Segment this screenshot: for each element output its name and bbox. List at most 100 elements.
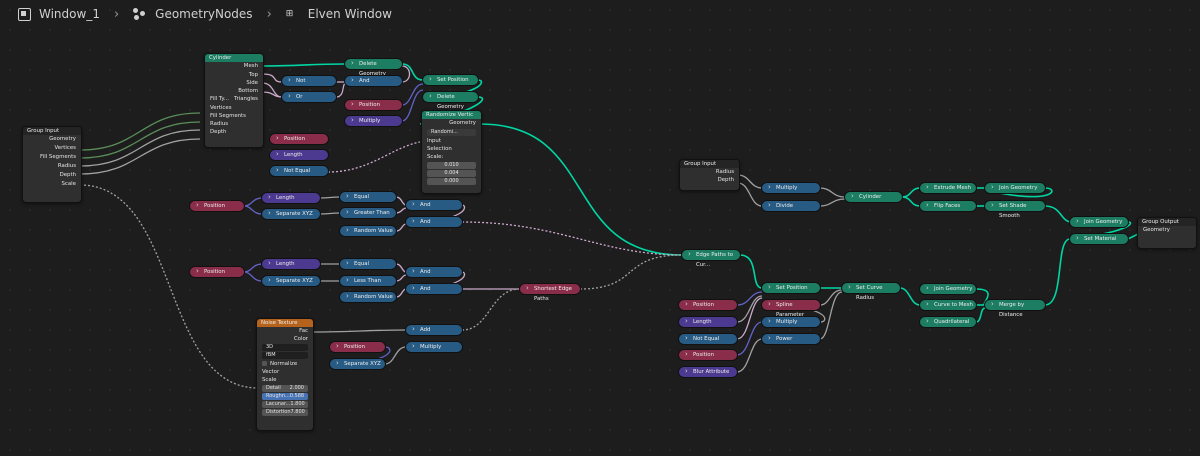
length-node-1[interactable]: Length [270, 150, 328, 160]
multiply-node-3[interactable]: Multiply [762, 183, 820, 193]
output-mesh: Mesh [243, 63, 258, 69]
group-input-node-2[interactable]: Group Input Radius Depth [679, 159, 740, 191]
separate-xyz-node-1[interactable]: Separate XYZ [262, 209, 320, 219]
multiply-node-1[interactable]: Multiply [345, 116, 402, 126]
dimensions-dropdown[interactable]: 3D [262, 344, 308, 351]
spline-parameter-node[interactable]: Spline Parameter [762, 300, 820, 318]
node-title: Cylinder [205, 54, 263, 62]
scale-y-field[interactable]: 0.004 [427, 170, 476, 177]
checkbox-icon [262, 361, 267, 366]
length-node-4[interactable]: Length [679, 317, 737, 327]
join-geometry-node-1[interactable]: Join Geometry [985, 183, 1045, 193]
not-node-1[interactable]: Not [282, 76, 336, 86]
multiply-node-4[interactable]: Multiply [762, 317, 820, 327]
output-scale: Scale [61, 181, 76, 187]
and-node-2[interactable]: And [406, 200, 462, 210]
window-icon [18, 7, 31, 21]
output-geometry: Geometry [49, 136, 76, 142]
position-node-2[interactable]: Position [270, 134, 328, 144]
input-scale: Scale: [427, 154, 444, 160]
breadcrumb-object[interactable]: ⊞ Elven Window [286, 7, 392, 21]
equal-node-2[interactable]: Equal [340, 259, 396, 269]
input-input: Input [427, 138, 441, 144]
cylinder-node[interactable]: Cylinder Mesh Top Side Bottom Fill Ty...… [204, 53, 264, 148]
set-shade-smooth-node[interactable]: Set Shade Smooth [985, 201, 1045, 219]
field-value: 1.800 [290, 401, 305, 407]
noise-texture-node[interactable]: Noise Texture Fac Color 3D fBM Normalize… [256, 318, 314, 431]
quadrilateral-node[interactable]: Quadrilateral [920, 317, 976, 327]
breadcrumb-window[interactable]: Window_1 [18, 7, 100, 21]
node-tree-icon: ⊞ [285, 9, 294, 19]
input-vector: Vector [262, 369, 280, 375]
merge-by-distance-node[interactable]: Merge by Distance [985, 300, 1045, 318]
breadcrumb-tree[interactable]: GeometryNodes [133, 7, 253, 21]
fill-type-label: Fill Ty... [210, 96, 229, 102]
set-position-node-1[interactable]: Set Position [423, 75, 478, 85]
output-radius: Radius [57, 163, 76, 169]
and-node-3[interactable]: And [406, 217, 462, 227]
set-material-node[interactable]: Set Material [1070, 234, 1128, 244]
delete-geometry-node-1[interactable]: Delete Geometry [345, 59, 402, 77]
group-output-node[interactable]: Group Output Geometry [1137, 217, 1197, 249]
scale-x-field[interactable]: 0.010 [427, 162, 476, 169]
fill-type-row[interactable]: Fill Ty... Triangles [205, 95, 263, 104]
group-input-node[interactable]: Group Input Geometry Vertices Fill Segme… [22, 126, 82, 203]
position-node-1[interactable]: Position [345, 100, 402, 110]
random-value-node-2[interactable]: Random Value [340, 292, 396, 302]
field-label: Distortion [266, 409, 291, 415]
curve-to-mesh-node[interactable]: Curve to Mesh [920, 300, 976, 310]
not-equal-node-1[interactable]: Not Equal [270, 166, 328, 176]
normalize-label: Normalize [270, 361, 298, 367]
set-curve-radius-node[interactable]: Set Curve Radius [842, 283, 900, 301]
separate-xyz-node-3[interactable]: Separate XYZ [330, 359, 385, 369]
fill-type-dropdown[interactable]: Triangles [234, 96, 258, 102]
equal-node-1[interactable]: Equal [340, 192, 396, 202]
less-than-node[interactable]: Less Than [340, 276, 396, 286]
cylinder-node-2[interactable]: Cylinder [845, 192, 902, 202]
position-node-7[interactable]: Position [679, 350, 737, 360]
extrude-mesh-node[interactable]: Extrude Mesh [920, 183, 976, 193]
length-node-3[interactable]: Length [262, 259, 320, 269]
and-node-5[interactable]: And [406, 284, 462, 294]
position-node-6[interactable]: Position [679, 300, 737, 310]
scale-z-field[interactable]: 0.000 [427, 178, 476, 185]
flip-faces-node[interactable]: Flip Faces [920, 201, 976, 211]
random-value-node-1[interactable]: Random Value [340, 226, 396, 236]
divide-node-1[interactable]: Divide [762, 201, 820, 211]
or-node-1[interactable]: Or [282, 92, 336, 102]
roughness-field[interactable]: Roughn...0.588 [262, 393, 308, 400]
output-bottom: Bottom [238, 88, 258, 94]
join-geometry-node-2[interactable]: Join Geometry [1070, 217, 1128, 227]
length-node-2[interactable]: Length [262, 193, 320, 203]
multiply-node-2[interactable]: Multiply [406, 342, 462, 352]
delete-geometry-node-2[interactable]: Delete Geometry [423, 92, 478, 110]
greater-than-node[interactable]: Greater Than [340, 208, 396, 218]
node-title: Noise Texture [257, 319, 313, 327]
position-node-5[interactable]: Position [330, 342, 385, 352]
edge-paths-to-curves-node[interactable]: Edge Paths to Cur... [682, 250, 740, 268]
randomize-mode-dropdown[interactable]: Randomi... [427, 129, 476, 136]
set-position-node-2[interactable]: Set Position [762, 283, 820, 293]
field-label: Lacunar... [266, 401, 291, 407]
blur-attribute-node[interactable]: Blur Attribute [679, 367, 737, 377]
normalize-checkbox[interactable]: Normalize [257, 360, 313, 368]
add-node-1[interactable]: Add [406, 325, 462, 335]
not-equal-node-2[interactable]: Not Equal [679, 334, 737, 344]
and-node-1[interactable]: And [345, 76, 402, 86]
randomize-vertices-node[interactable]: Randomize Vertic Geometry Randomi... Inp… [421, 110, 482, 194]
and-node-4[interactable]: And [406, 267, 462, 277]
noise-type-dropdown[interactable]: fBM [262, 352, 308, 359]
position-node-3[interactable]: Position [190, 201, 244, 211]
output-fill-segments: Fill Segments [40, 154, 76, 160]
separate-xyz-node-2[interactable]: Separate XYZ [262, 276, 320, 286]
input-fill-segments: Fill Segments [210, 113, 246, 119]
lacunarity-field[interactable]: Lacunar...1.800 [262, 401, 308, 408]
join-geometry-node-3[interactable]: Join Geometry [920, 284, 976, 294]
position-node-4[interactable]: Position [190, 267, 244, 277]
input-geometry: Geometry [1143, 227, 1170, 233]
power-node-1[interactable]: Power [762, 334, 820, 344]
shortest-edge-paths-node[interactable]: Shortest Edge Paths [520, 284, 580, 302]
